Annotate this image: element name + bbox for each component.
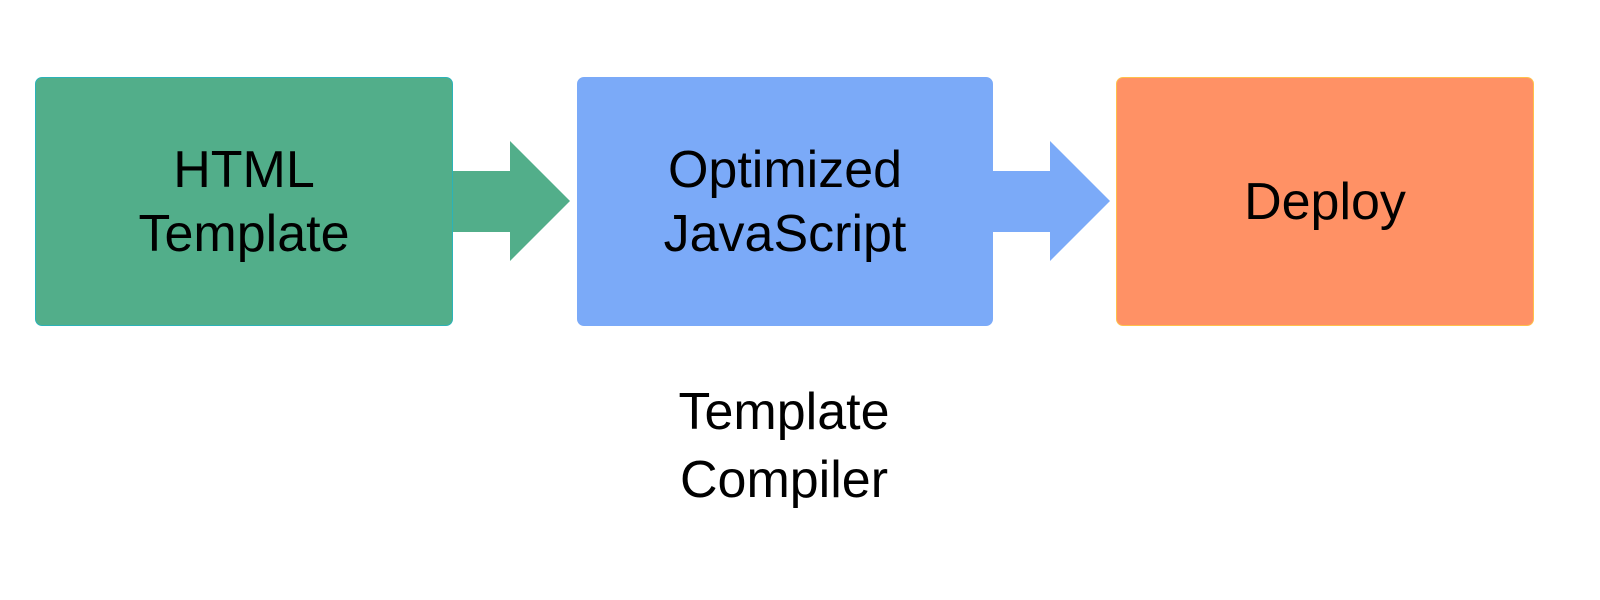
arrow-js-to-deploy xyxy=(990,141,1110,261)
box-label-line1: Optimized xyxy=(667,140,903,199)
deploy-box: Deploy xyxy=(1116,77,1534,326)
box-label: Deploy xyxy=(1244,172,1406,231)
caption-line2: Compiler xyxy=(679,451,889,509)
template-compiler-caption: Template Compiler xyxy=(584,378,984,514)
box-label-line2: JavaScript xyxy=(663,204,907,263)
arrow-html-to-js xyxy=(450,141,570,261)
box-label-line2: Template xyxy=(138,204,350,263)
box-label-line1: HTML xyxy=(173,140,315,199)
caption-line1: Template xyxy=(678,383,890,441)
